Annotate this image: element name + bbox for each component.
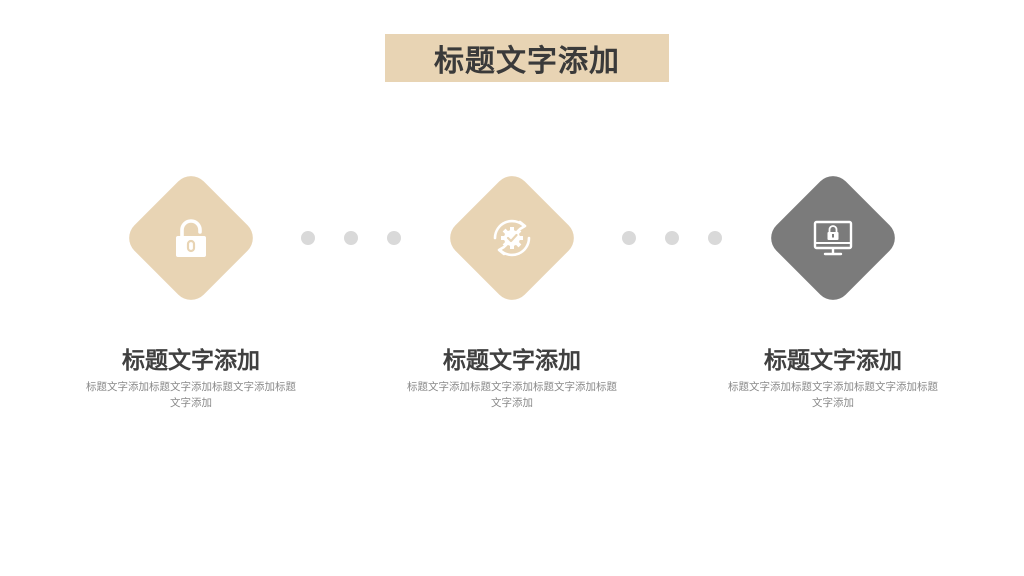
connector-dot [665,231,679,245]
connector-dot [344,231,358,245]
title-banner: 标题文字添加 [385,34,669,82]
slide-title: 标题文字添加 [434,44,620,79]
step-1-description: 标题文字添加标题文字添加标题文字添加标题文字添加 [86,381,296,409]
connector-dot [387,231,401,245]
step-3-heading: 标题文字添加 [764,348,902,374]
refresh-gear-icon [487,213,537,263]
unlock-icon [166,213,216,263]
connector-dot [301,231,315,245]
step-2-heading: 标题文字添加 [443,348,581,374]
connector-dot [708,231,722,245]
connector-dot [622,231,636,245]
monitor-lock-icon [808,213,858,263]
step-2-description: 标题文字添加标题文字添加标题文字添加标题文字添加 [407,381,617,409]
step-1-heading: 标题文字添加 [122,348,260,374]
step-3-description: 标题文字添加标题文字添加标题文字添加标题文字添加 [728,381,938,409]
